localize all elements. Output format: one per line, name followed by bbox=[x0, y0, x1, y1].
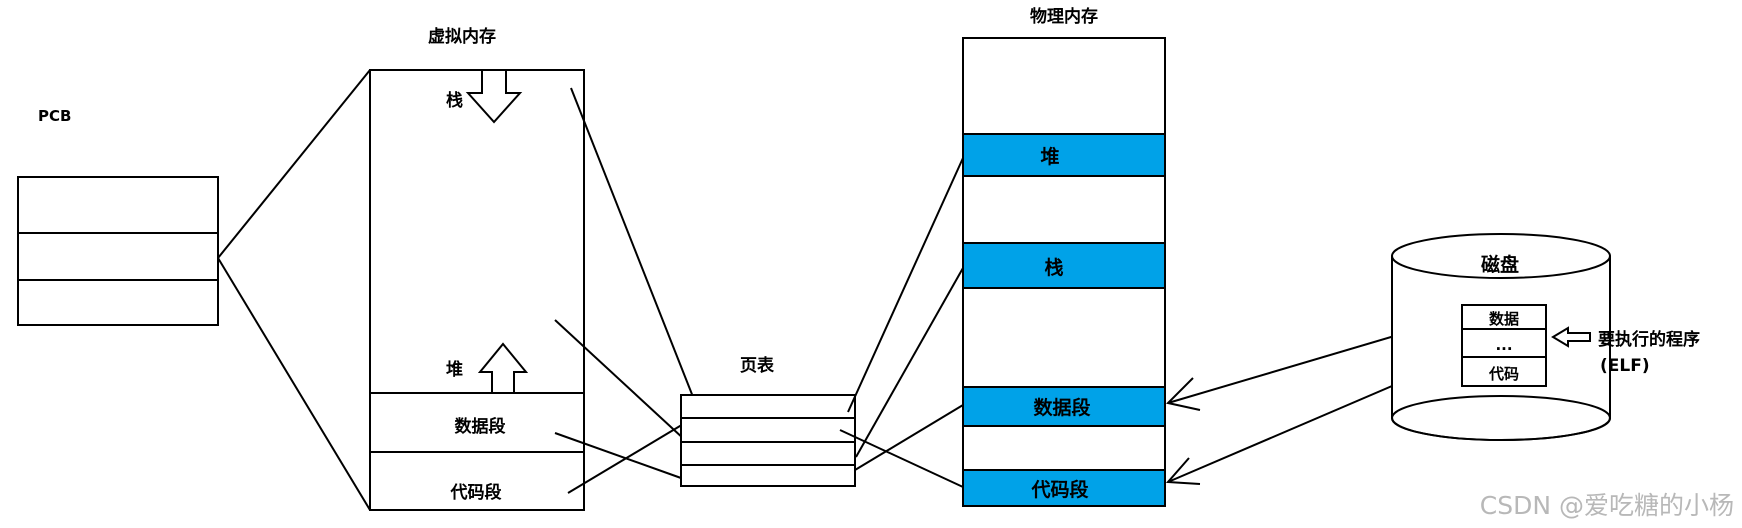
pcb-connector-top bbox=[217, 69, 371, 259]
data-segment-to-page-table-line bbox=[554, 432, 682, 479]
page-table-to-stack-line bbox=[855, 267, 964, 458]
stack-grow-down-arrow-icon bbox=[465, 69, 523, 124]
program-label-line2: (ELF) bbox=[1600, 356, 1650, 376]
disk-cylinder-top bbox=[1391, 233, 1611, 279]
pcb-box bbox=[17, 176, 219, 326]
program-pointer-arrow-icon bbox=[1551, 326, 1591, 348]
program-label-line1: 要执行的程序 bbox=[1598, 329, 1700, 350]
physical-heap-label: 堆 bbox=[1040, 145, 1059, 168]
watermark: CSDN @爱吃糖的小杨 bbox=[1479, 491, 1734, 520]
physical-code-segment-label: 代码段 bbox=[1030, 478, 1089, 501]
virtual-stack-label: 栈 bbox=[446, 90, 463, 111]
virtual-memory-box bbox=[369, 69, 585, 511]
program-file-box bbox=[1461, 304, 1547, 387]
disk-ellipsis-label: ... bbox=[1495, 336, 1512, 354]
virtual-code-segment-label: 代码段 bbox=[450, 482, 502, 503]
physical-code-segment-block bbox=[962, 469, 1166, 507]
page-table-to-data-segment-line bbox=[854, 404, 964, 471]
pcb-group: PCB bbox=[17, 107, 219, 326]
physical-memory-title: 物理内存 bbox=[1030, 6, 1098, 27]
page-table-to-heap-line bbox=[847, 157, 964, 413]
pcb-label: PCB bbox=[38, 107, 71, 125]
stack-to-page-table-line bbox=[570, 87, 698, 408]
arrowhead-icon bbox=[1165, 377, 1201, 411]
disk-data-label: 数据 bbox=[1489, 310, 1519, 328]
physical-heap-block bbox=[962, 133, 1166, 177]
page-table-box bbox=[680, 394, 856, 487]
disk-code-label: 代码 bbox=[1488, 365, 1519, 383]
physical-data-segment-label: 数据段 bbox=[1033, 396, 1091, 419]
physical-memory-group: 物理内存 堆 栈 数据段 代码段 bbox=[962, 6, 1166, 507]
page-table-group: 页表 bbox=[680, 355, 856, 487]
disk-cylinder-bottom bbox=[1391, 395, 1611, 441]
heap-grow-up-arrow-icon bbox=[477, 342, 529, 394]
virtual-memory-title: 虚拟内存 bbox=[428, 26, 496, 47]
pcb-connector-bottom bbox=[217, 257, 371, 511]
page-table-to-code-segment-line bbox=[839, 429, 964, 488]
virtual-memory-group: 虚拟内存 栈 堆 数据段 代码段 bbox=[369, 26, 585, 511]
disk-title: 磁盘 bbox=[1481, 253, 1519, 276]
physical-stack-block bbox=[962, 242, 1166, 289]
disk-group: 磁盘 数据 ... 代码 bbox=[1391, 233, 1611, 441]
code-segment-to-page-table-line bbox=[567, 419, 691, 494]
physical-stack-label: 栈 bbox=[1044, 256, 1063, 279]
virtual-data-segment-label: 数据段 bbox=[455, 416, 506, 437]
heap-to-page-table-line bbox=[554, 319, 686, 441]
arrowhead-icon bbox=[1165, 457, 1201, 485]
physical-data-segment-block bbox=[962, 386, 1166, 427]
virtual-heap-label: 堆 bbox=[446, 359, 463, 380]
page-table-title: 页表 bbox=[740, 355, 775, 376]
